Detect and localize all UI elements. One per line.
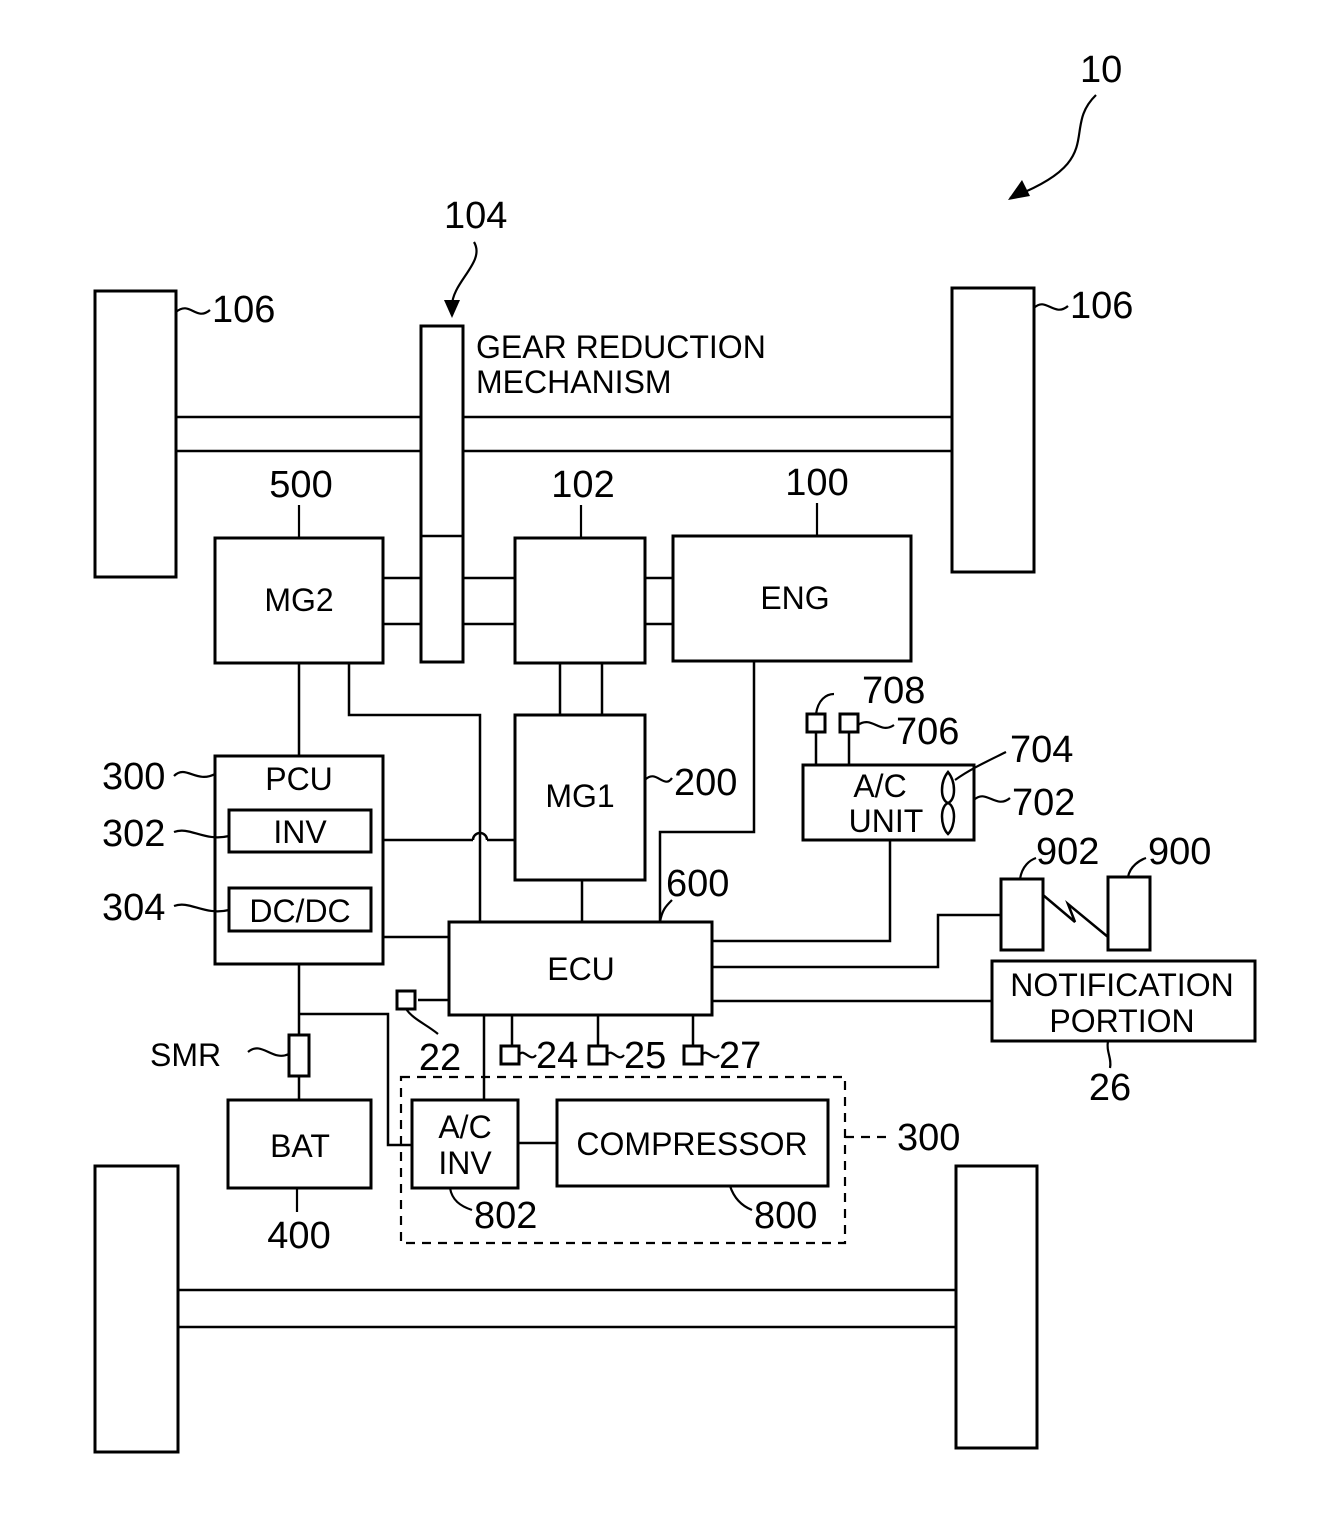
front-axle <box>176 417 952 451</box>
ref-800: 800 <box>754 1195 817 1237</box>
rear-axle <box>178 1290 956 1327</box>
ref-600: 600 <box>666 863 729 905</box>
leader-902 <box>1020 858 1036 879</box>
leader-27 <box>702 1053 719 1058</box>
device-902 <box>1001 879 1043 950</box>
ac-unit-label-line2: UNIT <box>849 803 924 839</box>
ref-200: 200 <box>674 762 737 804</box>
gear-label-line1: GEAR REDUCTION <box>476 329 766 365</box>
ref-26: 26 <box>1089 1067 1131 1109</box>
ref-106-right: 106 <box>1070 285 1133 327</box>
mg1-label: MG1 <box>545 778 614 814</box>
inv-label: INV <box>273 814 327 850</box>
ref-702: 702 <box>1012 782 1075 824</box>
ref-24: 24 <box>536 1035 578 1077</box>
ref-100: 100 <box>785 462 848 504</box>
front-left-wheel <box>95 291 176 577</box>
leader-702 <box>974 796 1010 801</box>
power-split-box <box>515 538 645 663</box>
wireless-link-icon <box>1043 895 1108 937</box>
ref-902: 902 <box>1036 831 1099 873</box>
ref-900: 900 <box>1148 831 1211 873</box>
leader-22 <box>406 1009 438 1034</box>
sensor-708 <box>807 714 825 732</box>
ref-25: 25 <box>624 1035 666 1077</box>
ref-22: 22 <box>419 1037 461 1079</box>
dcdc-label: DC/DC <box>249 893 350 929</box>
arrowhead-104 <box>444 300 460 318</box>
ref-706: 706 <box>896 711 959 753</box>
ac-inv-label-line2: INV <box>438 1145 492 1181</box>
gear-label-line2: MECHANISM <box>476 364 672 400</box>
sensor-22 <box>397 991 415 1009</box>
ref-708: 708 <box>862 670 925 712</box>
leader-708 <box>816 694 834 714</box>
pcu-label: PCU <box>265 761 333 797</box>
compressor-label: COMPRESSOR <box>576 1126 807 1162</box>
leader-802 <box>450 1188 472 1210</box>
ref-802: 802 <box>474 1195 537 1237</box>
ref-27: 27 <box>719 1035 761 1077</box>
leader-800 <box>730 1186 752 1210</box>
leader-900 <box>1128 858 1146 877</box>
rear-right-wheel <box>956 1166 1037 1448</box>
ref-500: 500 <box>269 464 332 506</box>
ref-704: 704 <box>1010 729 1073 771</box>
smr-label: SMR <box>150 1037 221 1073</box>
ref-104: 104 <box>444 195 507 237</box>
front-right-wheel <box>952 288 1034 572</box>
leader-300-pcu <box>174 772 215 777</box>
ref-102: 102 <box>551 464 614 506</box>
leader-smr <box>248 1048 289 1055</box>
ref-304: 304 <box>102 887 165 929</box>
mg2-label: MG2 <box>264 582 333 618</box>
sensor-27 <box>684 1046 702 1064</box>
leader-24 <box>519 1053 536 1058</box>
gear-reduction-mechanism <box>421 326 463 662</box>
sensor-24 <box>501 1046 519 1064</box>
smr-relay <box>289 1035 309 1076</box>
ecu-label: ECU <box>547 951 615 987</box>
rear-left-wheel <box>95 1166 178 1452</box>
figure-ref-arrowhead <box>1008 180 1030 200</box>
leader-26 <box>1108 1041 1111 1068</box>
leader-106-right <box>1034 304 1068 309</box>
sensor-25 <box>589 1046 607 1064</box>
figure-ref-10: 10 <box>1080 49 1122 91</box>
leader-106-left <box>176 308 210 313</box>
leader-706 <box>858 722 894 728</box>
ref-400: 400 <box>267 1215 330 1257</box>
ref-106-left: 106 <box>212 289 275 331</box>
ref-300-group: 300 <box>897 1117 960 1159</box>
sensor-706 <box>840 714 858 732</box>
notification-label-line1: NOTIFICATION <box>1010 967 1233 1003</box>
eng-label: ENG <box>760 580 829 616</box>
ref-300-pcu: 300 <box>102 756 165 798</box>
leader-200 <box>645 776 672 781</box>
ac-inv-label-line1: A/C <box>438 1109 491 1145</box>
bat-label: BAT <box>270 1128 330 1164</box>
ref-302: 302 <box>102 813 165 855</box>
notification-label-line2: PORTION <box>1049 1003 1194 1039</box>
leader-25 <box>607 1053 624 1058</box>
device-900 <box>1108 877 1150 950</box>
ac-unit-label-line1: A/C <box>853 768 906 804</box>
leader-104 <box>452 242 477 306</box>
